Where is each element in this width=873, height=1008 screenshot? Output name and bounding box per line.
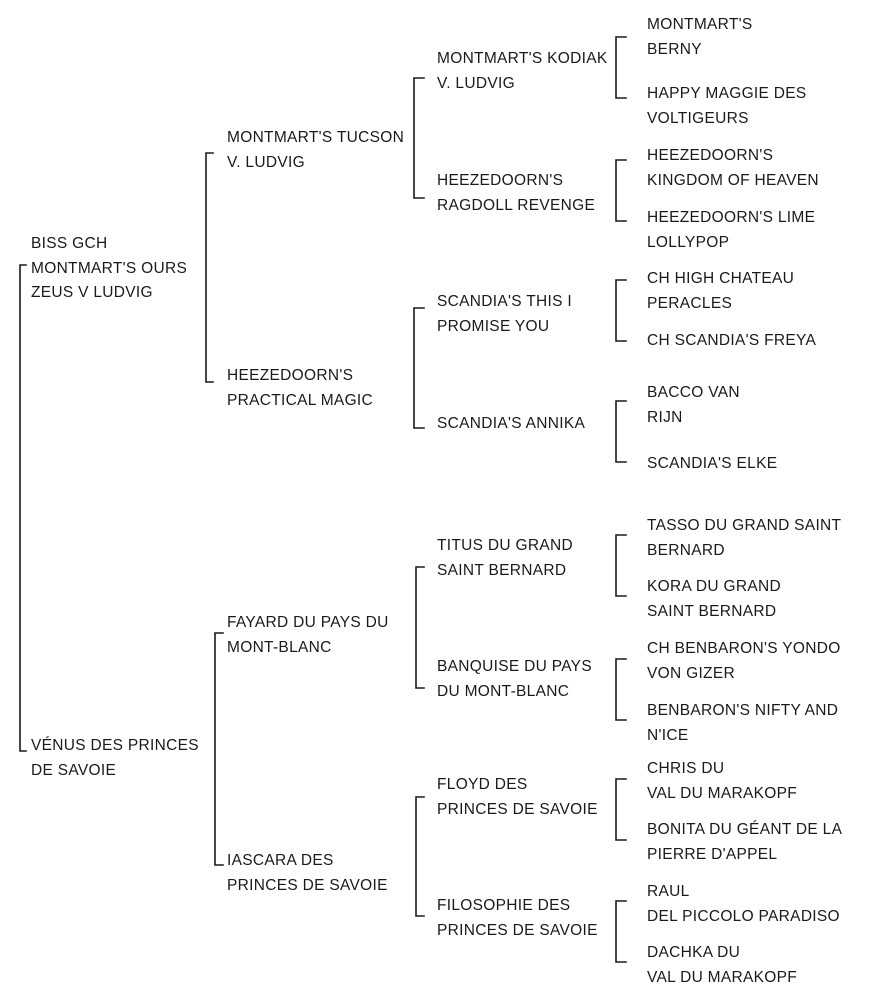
bracket-gen4-8 — [615, 900, 627, 963]
bracket-dam — [214, 632, 224, 866]
bracket-gen4-6 — [615, 658, 627, 721]
gen3-name-5: TITUS DU GRAND SAINT BERNARD — [437, 537, 573, 579]
gen3-name-8: FILOSOPHIE DES PRINCES DE SAVOIE — [437, 897, 598, 939]
gen4-name-6: CH SCANDIA'S FREYA — [647, 332, 817, 349]
bracket-gen4-3 — [615, 279, 627, 342]
gen4-name-5: CH HIGH CHATEAU PERACLES — [647, 270, 795, 312]
gen4-name-8: SCANDIA'S ELKE — [647, 455, 778, 472]
gen4-name-1: MONTMART'S BERNY — [647, 16, 753, 58]
gen3-name-4: SCANDIA'S ANNIKA — [437, 415, 586, 432]
bracket-gen4-5 — [615, 534, 627, 597]
gen4-name-9: TASSO DU GRAND SAINT BERNARD — [647, 517, 842, 559]
gen3-name-7: FLOYD DES PRINCES DE SAVOIE — [437, 776, 598, 818]
gen4-name-11: CH BENBARON'S YONDO VON GIZER — [647, 640, 841, 682]
bracket-gen3-3 — [415, 566, 425, 689]
gen4-name-12: BENBARON'S NIFTY AND N'ICE — [647, 702, 839, 744]
subject-name: BISS GCH MONTMART'S OURS ZEUS V LUDVIG — [31, 235, 188, 301]
gen4-name-14: BONITA DU GÉANT DE LA PIERRE D'APPEL — [647, 821, 843, 863]
gen4-name-2: HAPPY MAGGIE DES VOLTIGEURS — [647, 85, 807, 127]
dam-sire-name: FAYARD DU PAYS DU MONT-BLANC — [227, 614, 389, 656]
gen3-name-3: SCANDIA'S THIS I PROMISE YOU — [437, 293, 572, 335]
sire-dam-name: HEEZEDOORN'S PRACTICAL MAGIC — [227, 367, 374, 409]
bracket-gen4-1 — [615, 36, 627, 99]
gen3-name-1: MONTMART'S KODIAK V. LUDVIG — [437, 50, 608, 92]
bracket-sire — [205, 152, 214, 383]
bracket-gen4-7 — [615, 778, 627, 841]
gen4-name-3: HEEZEDOORN'S KINGDOM OF HEAVEN — [647, 147, 819, 189]
gen4-name-7: BACCO VAN RIJN — [647, 384, 740, 426]
gen3-name-2: HEEZEDOORN'S RAGDOLL REVENGE — [437, 172, 596, 214]
bracket-gen4-4 — [615, 400, 627, 463]
bracket-gen3-1 — [413, 77, 425, 199]
bracket-subject — [19, 264, 27, 752]
gen4-name-15: RAUL DEL PICCOLO PARADISO — [647, 883, 840, 925]
sire-name: MONTMART'S TUCSON V. LUDVIG — [227, 129, 405, 171]
dam-name: VÉNUS DES PRINCES DE SAVOIE — [31, 737, 199, 779]
bracket-gen3-2 — [413, 307, 425, 429]
gen4-name-16: DACHKA DU VAL DU MARAKOPF — [647, 944, 798, 986]
bracket-gen4-2 — [615, 159, 627, 222]
dam-dam-name: IASCARA DES PRINCES DE SAVOIE — [227, 852, 388, 894]
bracket-gen3-4 — [415, 796, 425, 917]
gen4-name-13: CHRIS DU VAL DU MARAKOPF — [647, 760, 798, 802]
gen4-name-10: KORA DU GRAND SAINT BERNARD — [647, 578, 781, 620]
gen4-name-4: HEEZEDOORN'S LIME LOLLYPOP — [647, 209, 816, 251]
gen3-name-6: BANQUISE DU PAYS DU MONT-BLANC — [437, 658, 592, 700]
